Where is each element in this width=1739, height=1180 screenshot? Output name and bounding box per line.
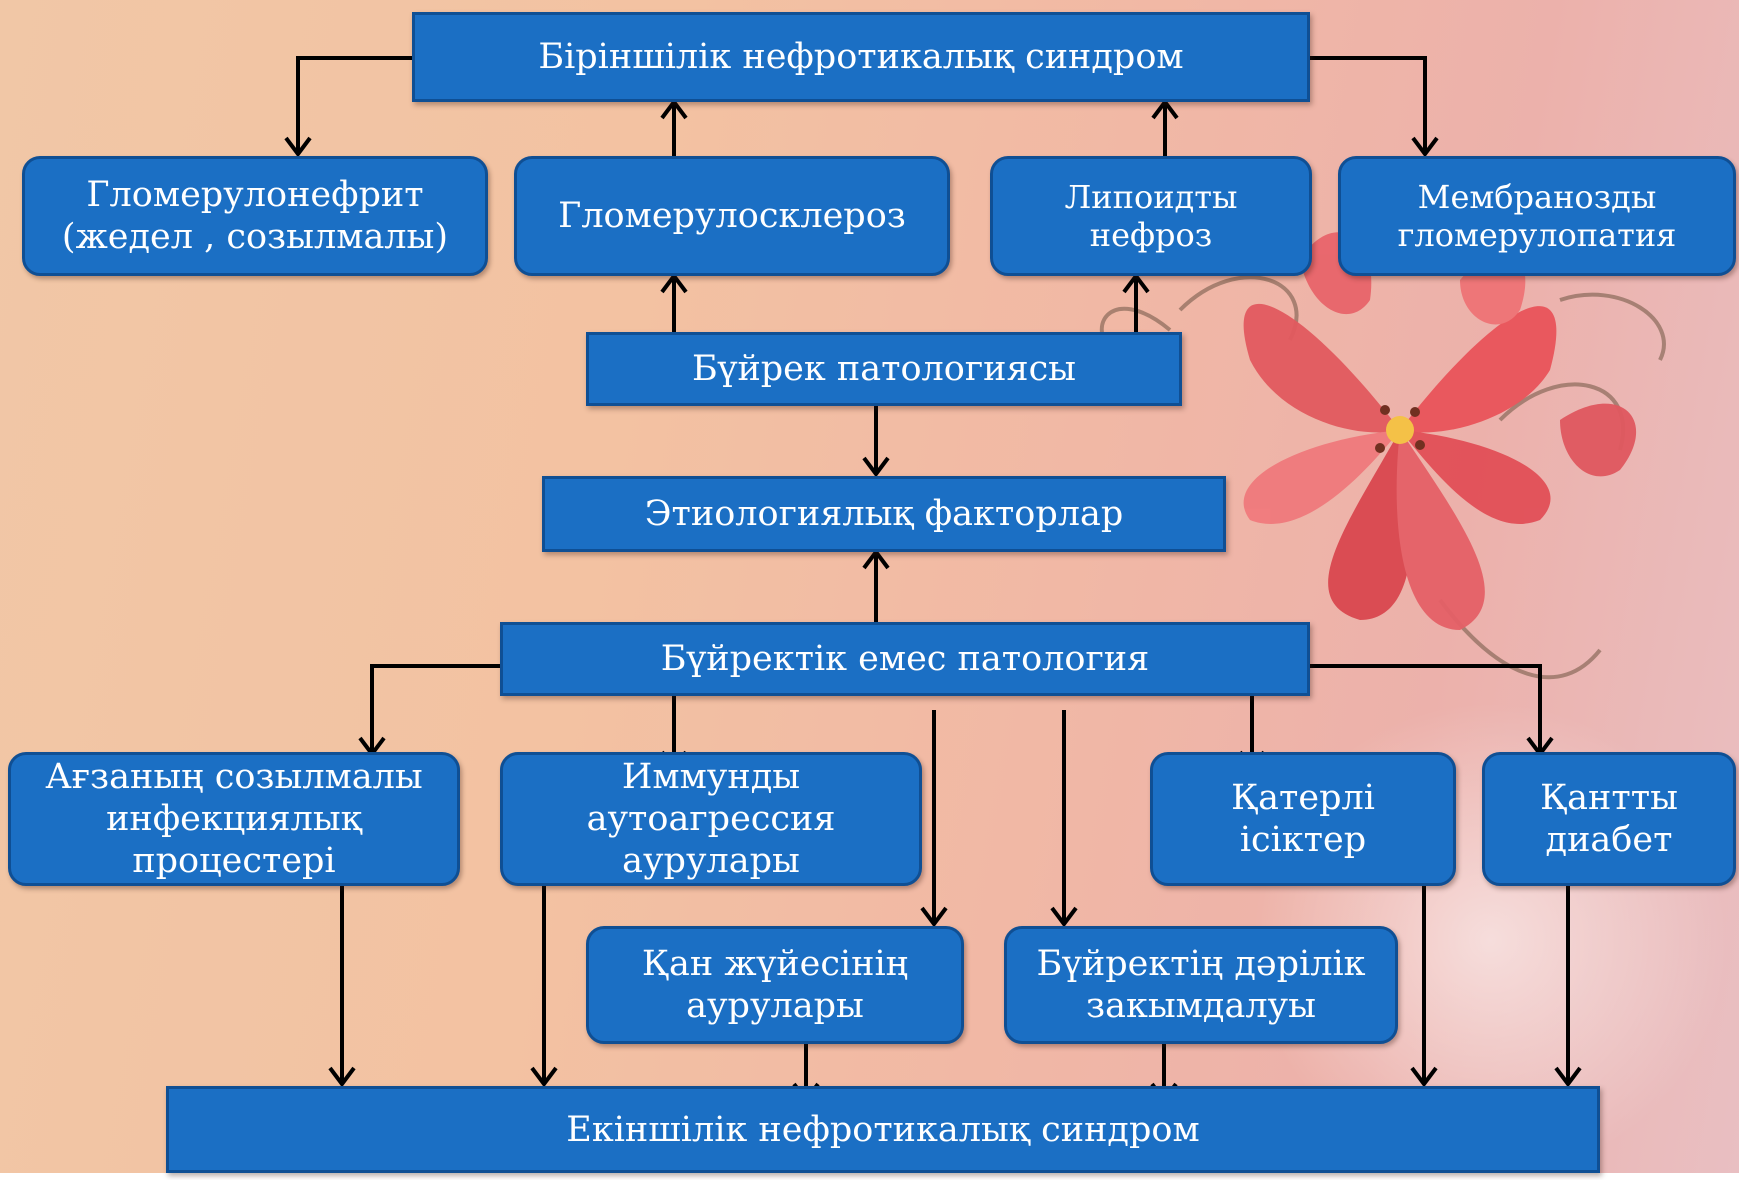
- membranous-glomerulopathy-box: Мембранозды гломерулопатия: [1338, 156, 1736, 276]
- etiological-factors-label: Этиологиялық факторлар: [644, 494, 1124, 534]
- primary-nephrotic-syndrome-box: Біріншілік нефротикалық синдром: [412, 12, 1310, 102]
- malignant-tumors-box: Қатерлі ісіктер: [1150, 752, 1456, 886]
- arrow-nonkidney-to-infection: [370, 664, 500, 752]
- glomerulonephritis-box: Гломерулонефрит (жедел , созылмалы): [22, 156, 488, 276]
- primary-nephrotic-syndrome-label: Біріншілік нефротикалық синдром: [538, 37, 1184, 77]
- blood-diseases-box: Қан жүйесінің аурулары: [586, 926, 964, 1044]
- secondary-nephrotic-syndrome-label: Екіншілік нефротикалық синдром: [566, 1109, 1200, 1150]
- kidney-pathology-box: Бүйрек патологиясы: [586, 332, 1182, 406]
- non-kidney-pathology-box: Бүйректік емес патология: [500, 622, 1310, 696]
- drug-kidney-damage-box: Бүйректің дәрілік закымдалуы: [1004, 926, 1398, 1044]
- kidney-pathology-label: Бүйрек патологиясы: [691, 349, 1077, 389]
- malignant-tumors-label: Қатерлі ісіктер: [1231, 778, 1375, 860]
- arrow-top-to-membranous: [1310, 56, 1427, 152]
- diabetes-box: Қантты диабет: [1482, 752, 1736, 886]
- arrow-top-to-glomerulonephritis: [296, 56, 412, 152]
- chronic-infection-label: Ағзаның созылмалы инфекциялық процестері: [45, 757, 423, 881]
- immune-autoaggression-label: Иммунды аутоагрессия аурулары: [586, 757, 836, 881]
- glomerulonephritis-label: Гломерулонефрит (жедел , созылмалы): [61, 175, 449, 257]
- membranous-glomerulopathy-label: Мембранозды гломерулопатия: [1397, 177, 1677, 254]
- blood-diseases-label: Қан жүйесінің аурулары: [641, 944, 909, 1026]
- arrow-nonkidney-to-diabetes: [1310, 664, 1542, 752]
- non-kidney-pathology-label: Бүйректік емес патология: [660, 639, 1150, 679]
- glomerulosclerosis-label: Гломерулосклероз: [558, 196, 906, 236]
- secondary-nephrotic-syndrome-box: Екіншілік нефротикалық синдром: [166, 1086, 1600, 1173]
- lipoid-nephrosis-label: Липоидты нефроз: [1064, 177, 1238, 254]
- drug-kidney-damage-label: Бүйректің дәрілік закымдалуы: [1036, 944, 1366, 1026]
- immune-autoaggression-box: Иммунды аутоагрессия аурулары: [500, 752, 922, 886]
- lipoid-nephrosis-box: Липоидты нефроз: [990, 156, 1312, 276]
- etiological-factors-box: Этиологиялық факторлар: [542, 476, 1226, 552]
- glomerulosclerosis-box: Гломерулосклероз: [514, 156, 950, 276]
- chronic-infection-box: Ағзаның созылмалы инфекциялық процестері: [8, 752, 460, 886]
- diabetes-label: Қантты диабет: [1540, 778, 1678, 860]
